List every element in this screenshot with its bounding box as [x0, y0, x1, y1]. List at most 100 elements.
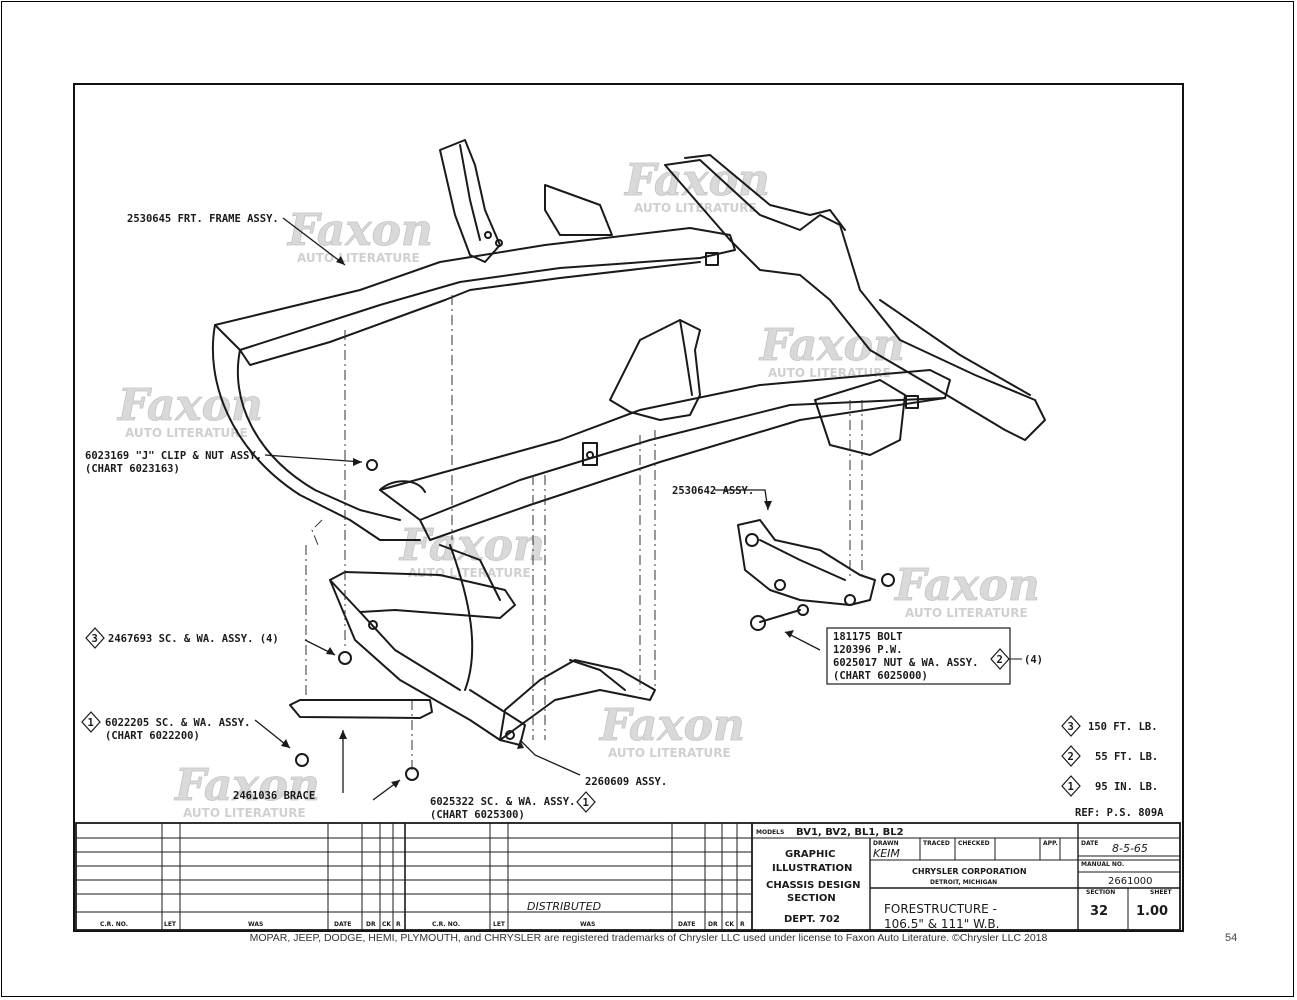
manual-value: 2661000 [1108, 876, 1153, 887]
watermark-sub: AUTO LITERATURE [634, 201, 757, 215]
rev-header: WAS [580, 921, 595, 928]
torque-legend: 3 150 FT. LB. 2 55 FT. LB. 1 95 IN. LB. … [1061, 715, 1164, 819]
manual-label: MANUAL NO. [1081, 861, 1124, 868]
torque-mark-diamond [576, 791, 596, 813]
company-name: CHRYSLER CORPORATION [912, 867, 1027, 876]
date-value: 8-5-65 [1112, 842, 1148, 855]
callout-nut-chart: (CHART 6025000) [833, 670, 928, 682]
torque-value: 150 FT. LB. [1088, 721, 1158, 733]
torque-mark-number: 1 [1068, 781, 1074, 793]
torque-row: 3 150 FT. LB. [1061, 715, 1158, 737]
drawn-label: DRAWN [873, 840, 899, 847]
rev-header: DR [366, 921, 376, 928]
callout-brace: 2461036 BRACE [233, 790, 315, 802]
torque-mark-diamond [1061, 775, 1081, 797]
watermark-brand: Faxon [758, 320, 905, 371]
rev-header: DATE [678, 921, 695, 928]
title-block-text: C.R. NO. LET WAS DATE DR CK R C.R. NO. L… [100, 827, 1173, 931]
callout-nut-qty: (4) [1024, 654, 1043, 666]
callout-pw: 120396 P.W. [833, 644, 903, 656]
trademark-footer: MOPAR, JEEP, DODGE, HEMI, PLYMOUTH, and … [249, 932, 1048, 944]
checked-label: CHECKED [958, 840, 990, 847]
torque-mark-number: 3 [92, 633, 98, 645]
alignment-lines [305, 295, 863, 770]
torque-row: 1 95 IN. LB. [1061, 775, 1158, 797]
traced-label: TRACED [923, 840, 950, 847]
callout-bolt: 181175 BOLT [833, 631, 903, 643]
callout-6025322-chart: (CHART 6025300) [430, 809, 525, 821]
company-city: DETROIT, MICHIGAN [930, 879, 997, 886]
rev-header: CK [725, 921, 734, 928]
watermark-brand: Faxon [286, 205, 433, 256]
chassis-label: CHASSIS DESIGN [766, 880, 860, 891]
watermark-brand: Faxon [398, 520, 545, 571]
torque-mark-diamond [81, 711, 101, 733]
drawn-value: KEIM [873, 847, 900, 860]
callout-bolt-box: 181175 BOLT 120396 P.W. 6025017 NUT & WA… [826, 627, 1043, 685]
torque-mark-diamond [85, 627, 105, 649]
dept-label: DEPT. 702 [784, 914, 840, 925]
torque-mark-diamond [1061, 715, 1081, 737]
drawing-border [73, 83, 1184, 932]
watermark-sub: AUTO LITERATURE [408, 566, 531, 580]
torque-value: 95 IN. LB. [1095, 781, 1158, 793]
ref-text: REF: P.S. 809A [1075, 807, 1164, 819]
callout-2467693-text: 2467693 SC. & WA. ASSY. (4) [108, 633, 279, 645]
torque-mark-number: 2 [997, 654, 1003, 666]
callout-j-clip-chart: (CHART 6023163) [85, 463, 180, 475]
callout-2467693: 3 2467693 SC. & WA. ASSY. (4) [85, 627, 279, 649]
graphic-label: GRAPHIC [785, 849, 835, 860]
watermarks: Faxon AUTO LITERATURE Faxon AUTO LITERAT… [116, 155, 1041, 820]
sheet-value: 1.00 [1136, 904, 1168, 919]
bolt-box-border [826, 627, 1011, 685]
models-value: BV1, BV2, BL1, BL2 [796, 827, 904, 838]
section-label: SECTION [1086, 889, 1115, 896]
callout-nut: 6025017 NUT & WA. ASSY. [833, 657, 978, 669]
rev-header: R [740, 921, 745, 928]
rev-header: LET [164, 921, 177, 928]
models-label: MODELS [756, 829, 784, 836]
section-value: 32 [1090, 904, 1108, 919]
callout-6025322: 6025322 SC. & WA. ASSY. 1 (CHART 6025300… [430, 791, 596, 821]
watermark-brand: Faxon [893, 560, 1040, 611]
rev-header: C.R. NO. [100, 921, 128, 928]
rev-header: R [396, 921, 401, 928]
rev-header: DATE [334, 921, 351, 928]
torque-mark-number: 1 [88, 717, 94, 729]
callout-j-clip: 6023169 "J" CLIP & NUT ASSY. [85, 450, 262, 462]
watermark-brand: Faxon [173, 760, 320, 811]
graphic-label: ILLUSTRATION [772, 863, 852, 874]
rev-header: CK [382, 921, 391, 928]
callout-6022205: 1 6022205 SC. & WA. ASSY. (CHART 6022200… [81, 711, 250, 742]
torque-row: 2 55 FT. LB. [1061, 745, 1158, 767]
torque-mark-diamond [990, 648, 1010, 670]
watermark-sub: AUTO LITERATURE [183, 806, 306, 820]
rev-header: DR [708, 921, 718, 928]
torque-mark-number: 3 [1068, 721, 1074, 733]
distributed-stamp: DISTRIBUTED [527, 900, 601, 913]
rev-header: LET [493, 921, 506, 928]
torque-value: 55 FT. LB. [1095, 751, 1158, 763]
callout-6022205-chart: (CHART 6022200) [105, 730, 200, 742]
app-label: APP. [1043, 840, 1058, 847]
watermark-brand: Faxon [116, 380, 263, 431]
callout-6025322-text: 6025322 SC. & WA. ASSY. [430, 796, 575, 808]
watermark-sub: AUTO LITERATURE [297, 251, 420, 265]
watermark-sub: AUTO LITERATURE [125, 426, 248, 440]
rev-header: WAS [248, 921, 263, 928]
page-number: 54 [1225, 932, 1238, 944]
title-block [75, 822, 1181, 931]
torque-mark-diamond [1061, 745, 1081, 767]
rev-header: C.R. NO. [432, 921, 460, 928]
callout-2260609: 2260609 ASSY. [585, 776, 667, 788]
chassis-line-art [211, 139, 1046, 781]
torque-mark-number: 2 [1068, 751, 1074, 763]
callout-2530642: 2530642 ASSY. [672, 485, 754, 497]
drawing-title: FORESTRUCTURE - [884, 902, 997, 916]
date-label: DATE [1081, 840, 1098, 847]
watermark-sub: AUTO LITERATURE [608, 746, 731, 760]
chassis-label: SECTION [787, 893, 836, 904]
watermark-brand: Faxon [598, 700, 745, 751]
leader-arrowheads [281, 256, 794, 788]
